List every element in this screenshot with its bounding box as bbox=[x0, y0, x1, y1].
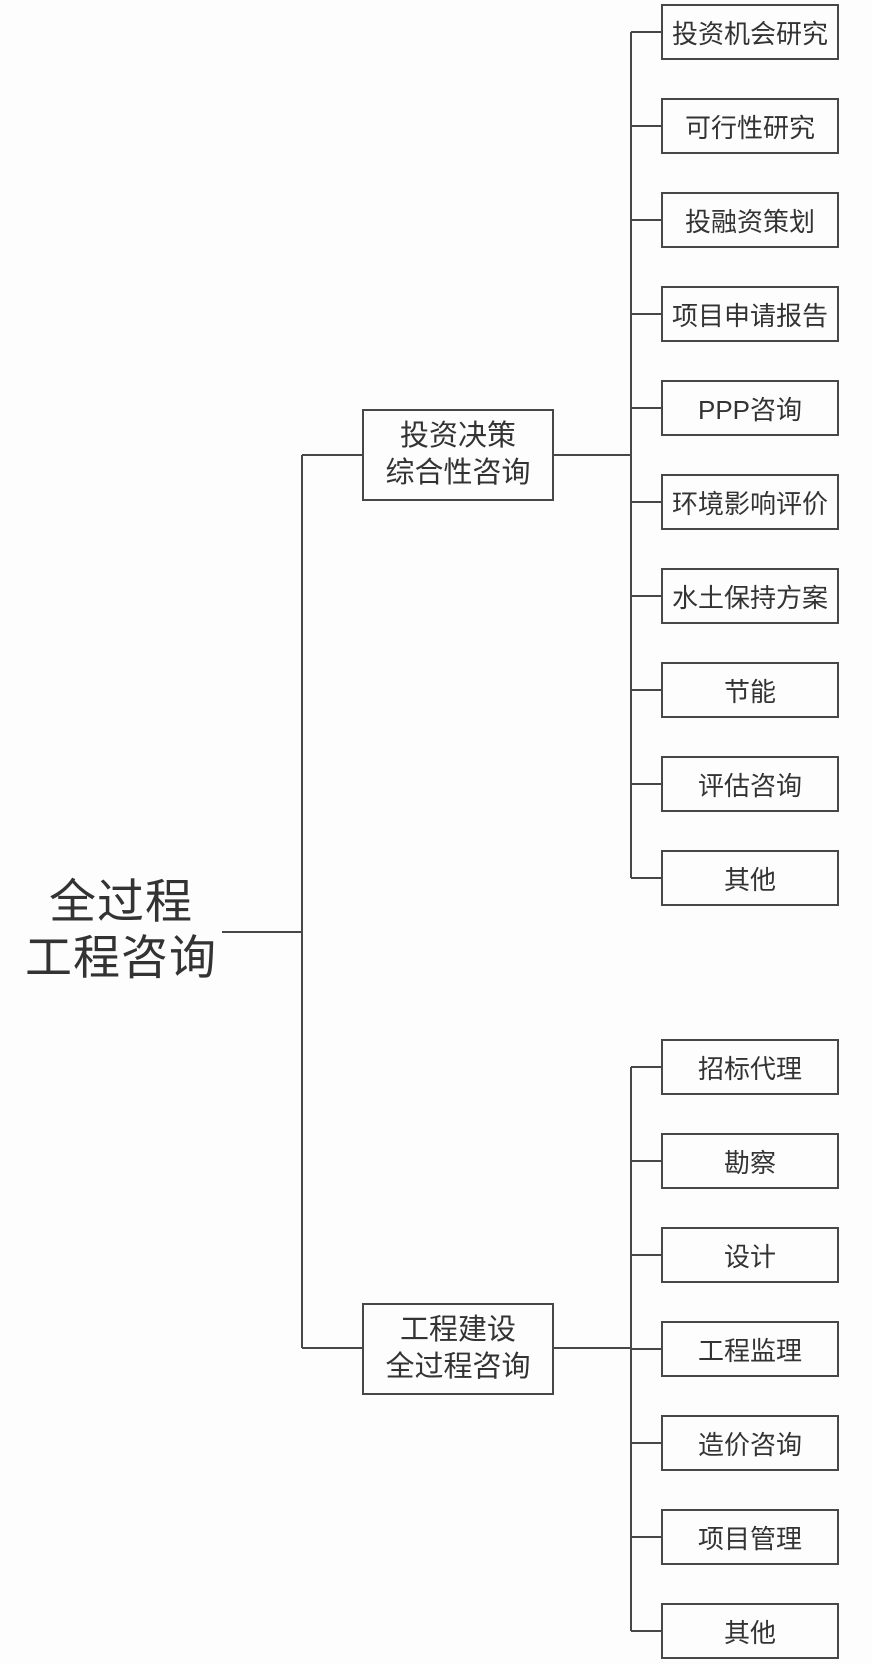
leaf-node: 节能 bbox=[661, 662, 839, 718]
root-label-line2: 工程咨询 bbox=[25, 931, 217, 984]
leaf-node: 招标代理 bbox=[661, 1039, 839, 1095]
leaf-node: 工程监理 bbox=[661, 1321, 839, 1377]
branch-node-construction-whole-process: 工程建设 全过程咨询 bbox=[362, 1303, 554, 1395]
root-label-line1: 全过程 bbox=[49, 875, 193, 928]
leaf-node: 投融资策划 bbox=[661, 192, 839, 248]
branch-node-investment-decision: 投资决策 综合性咨询 bbox=[362, 409, 554, 501]
root-node-label: 全过程 工程咨询 bbox=[10, 874, 232, 986]
leaf-node: 环境影响评价 bbox=[661, 474, 839, 530]
leaf-node: 造价咨询 bbox=[661, 1415, 839, 1471]
leaf-node: 投资机会研究 bbox=[661, 4, 839, 60]
leaf-node: 设计 bbox=[661, 1227, 839, 1283]
leaf-node: 项目管理 bbox=[661, 1509, 839, 1565]
leaf-node: 其他 bbox=[661, 850, 839, 906]
branch-node-label-line1: 工程建设 bbox=[399, 1314, 516, 1346]
leaf-node: 可行性研究 bbox=[661, 98, 839, 154]
branch-node-label-line1: 投资决策 bbox=[399, 420, 516, 452]
leaf-node: 其他 bbox=[661, 1603, 839, 1659]
branch-node-label-line2: 综合性咨询 bbox=[385, 457, 531, 489]
leaf-node: PPP咨询 bbox=[661, 380, 839, 436]
branch-node-label-line2: 全过程咨询 bbox=[385, 1351, 531, 1383]
leaf-node: 评估咨询 bbox=[661, 756, 839, 812]
leaf-node: 勘察 bbox=[661, 1133, 839, 1189]
leaf-node: 项目申请报告 bbox=[661, 286, 839, 342]
leaf-node: 水土保持方案 bbox=[661, 568, 839, 624]
